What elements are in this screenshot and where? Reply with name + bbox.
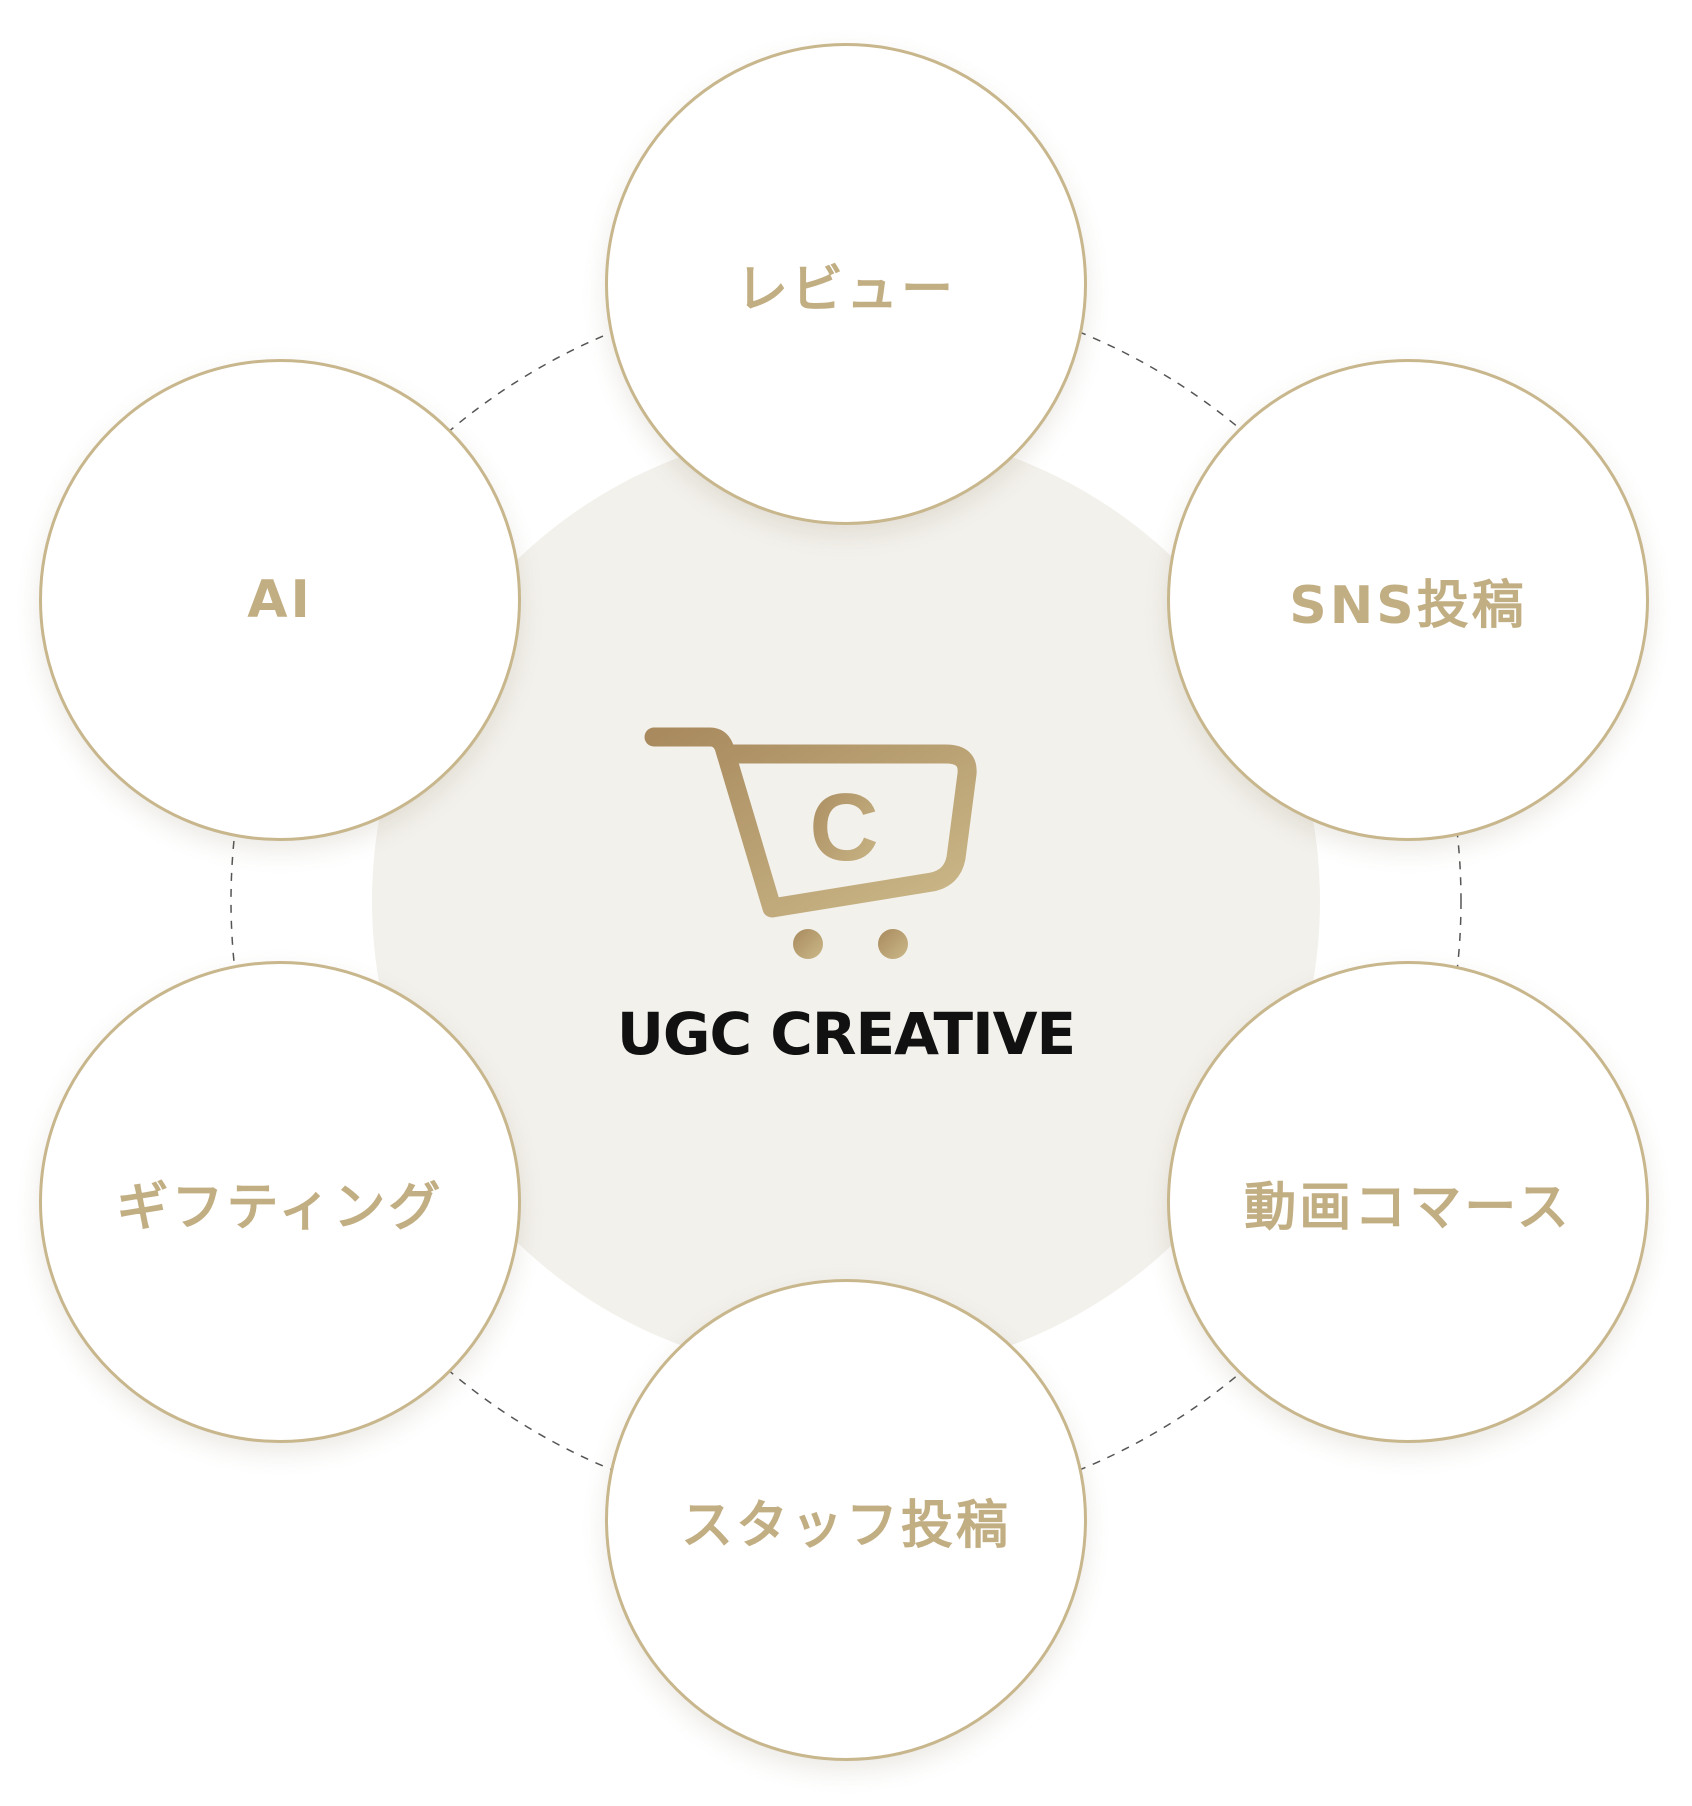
cart-wheel-left [793,929,823,959]
node-label-gifting: ギフティング [116,1177,444,1238]
ugc-creative-logo: C UGC CREATIVE [560,710,1132,1070]
node-video-commerce: 動画コマース [1167,961,1649,1443]
node-staff-post: スタッフ投稿 [605,1279,1087,1761]
shopping-cart-icon: C [644,727,977,959]
node-label-sns-post: SNS投稿 [1289,575,1527,636]
node-ai: AI [39,359,521,841]
logo-letter-c: C [809,774,878,881]
cart-wheel-right [878,929,908,959]
node-review: レビュー [605,43,1087,525]
node-sns-post: SNS投稿 [1167,359,1649,841]
node-label-review: レビュー [735,259,956,320]
node-label-video-commerce: 動画コマース [1244,1177,1572,1238]
node-label-staff-post: スタッフ投稿 [680,1495,1011,1556]
logo-wordmark: UGC CREATIVE [616,1000,1076,1068]
node-gifting: ギフティング [39,961,521,1443]
node-label-ai: AI [247,570,313,630]
